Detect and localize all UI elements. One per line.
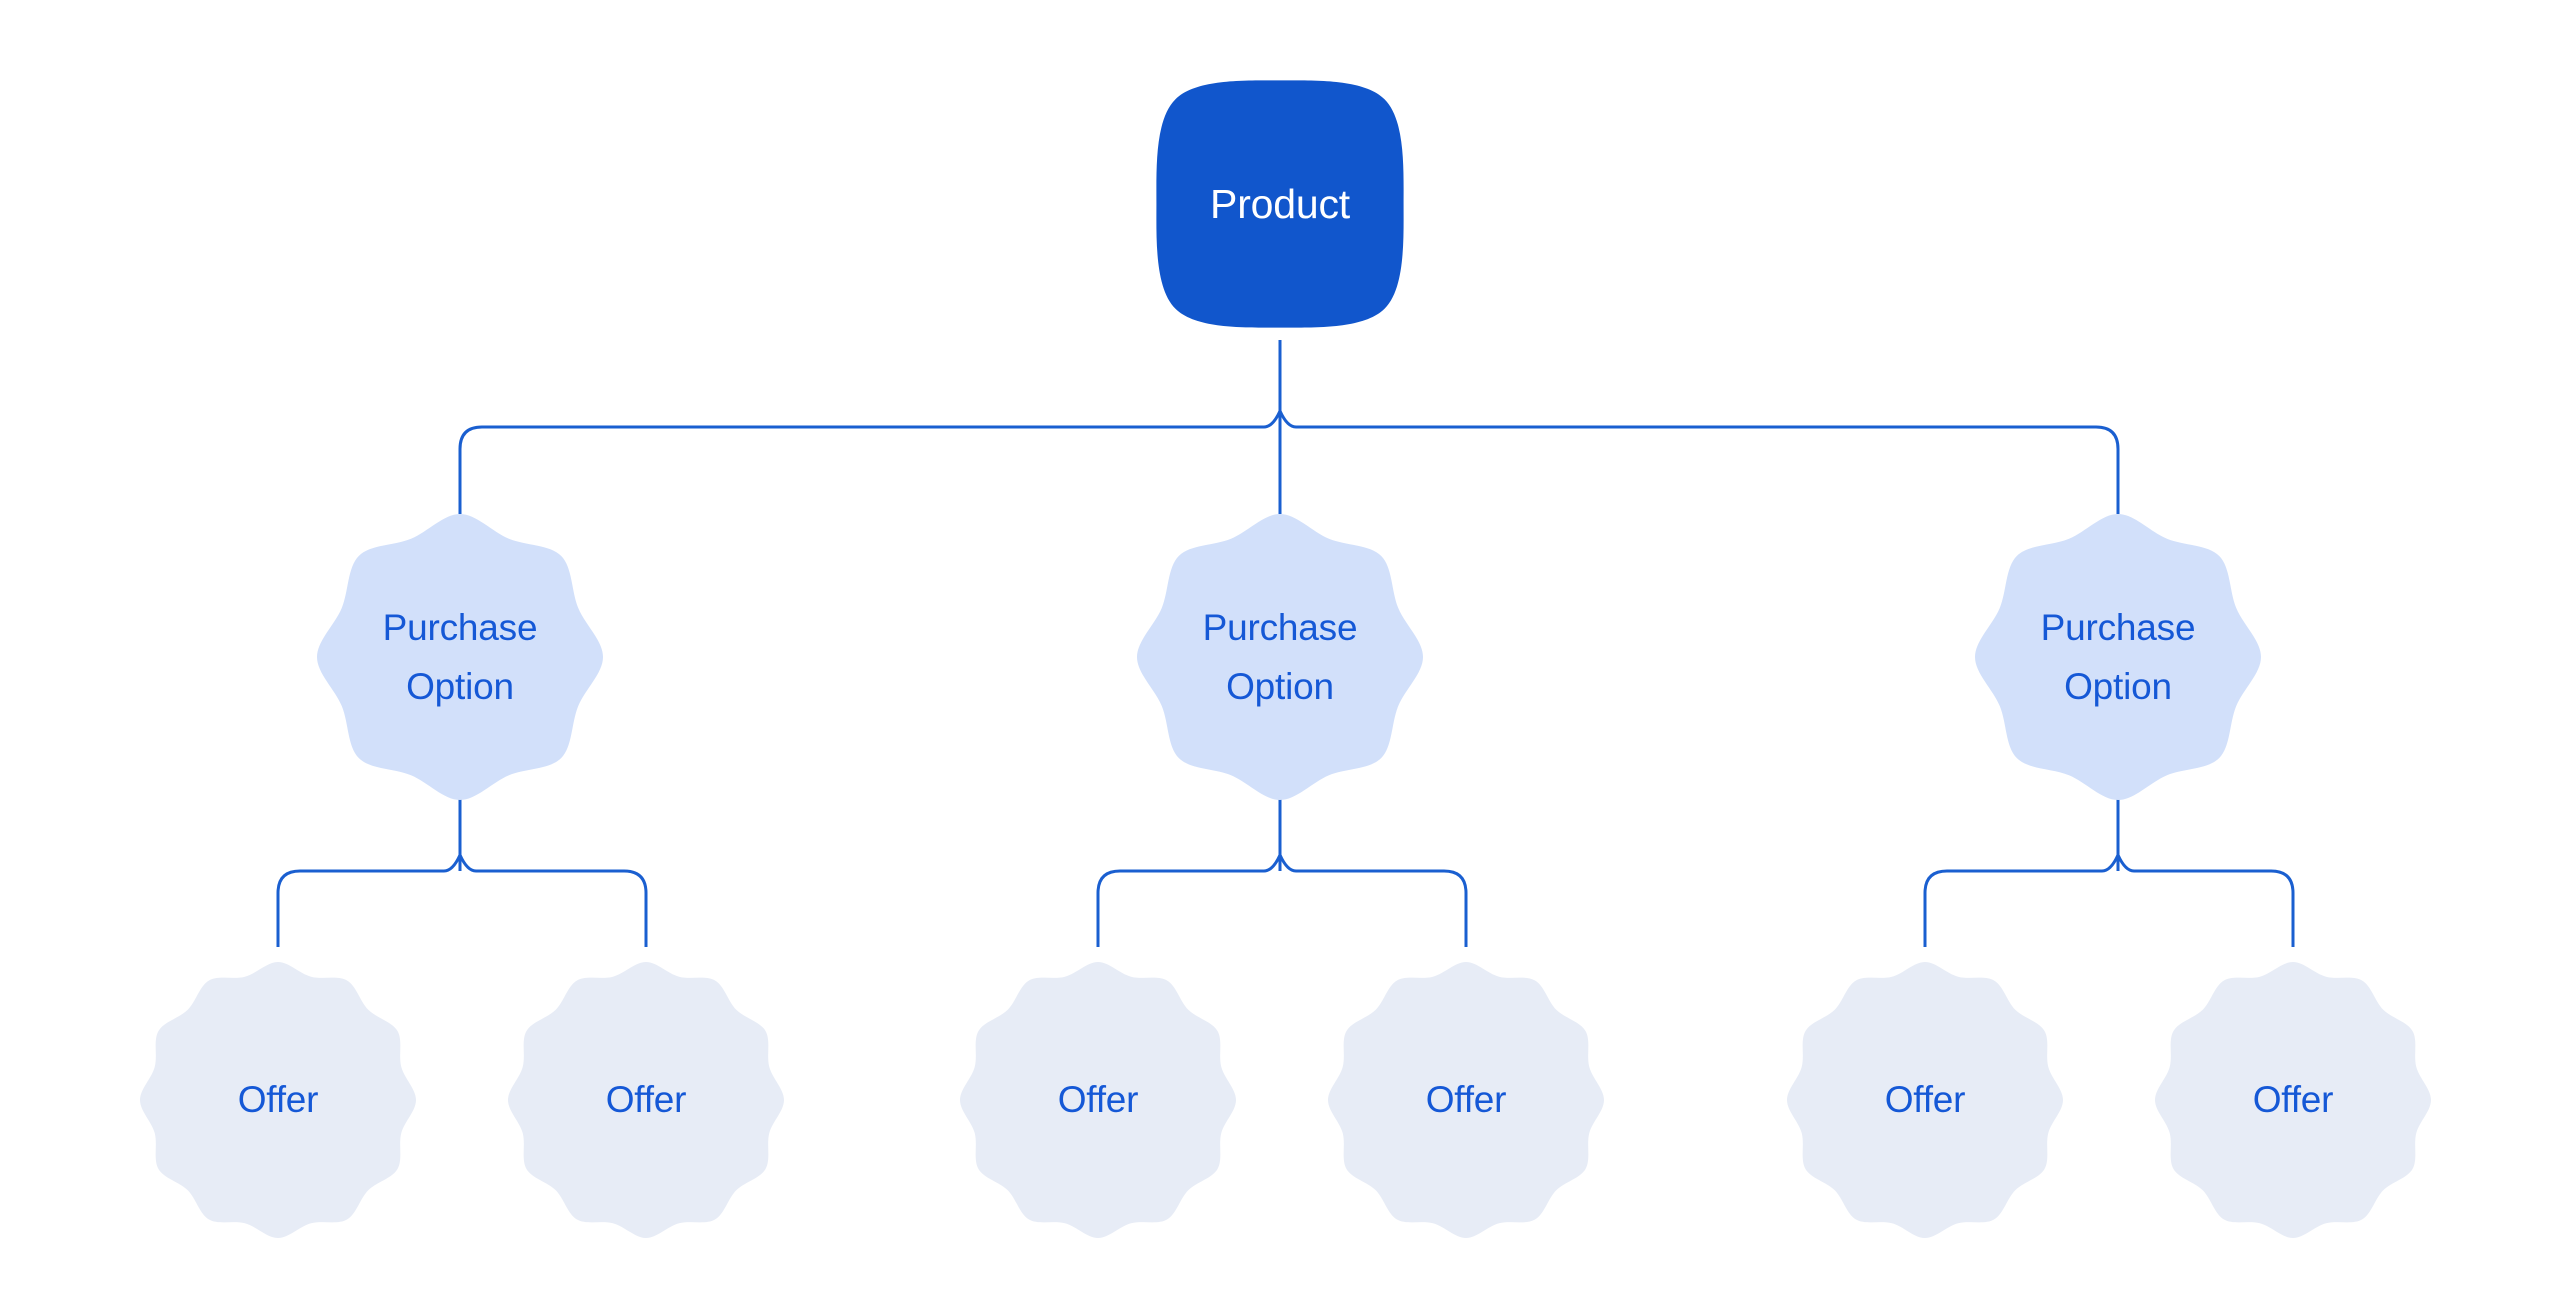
connector-root-bus	[458, 409, 2120, 514]
node-shape-offer-1[interactable]	[140, 962, 416, 1238]
node-shape-offer-4[interactable]	[1328, 962, 1604, 1238]
node-shape-offer-5[interactable]	[1787, 962, 2063, 1238]
connector-group-bus-2	[1096, 853, 1468, 947]
node-shape-offer-3[interactable]	[960, 962, 1236, 1238]
node-shape-purchase-option-2[interactable]	[1137, 514, 1423, 800]
node-shape-offer-6[interactable]	[2155, 962, 2431, 1238]
connector-layer	[276, 340, 2295, 947]
connector-group-bus-1	[276, 853, 648, 947]
connector-group-bus-3	[1923, 853, 2295, 947]
node-shape-purchase-option-1[interactable]	[317, 514, 603, 800]
node-shape-purchase-option-3[interactable]	[1975, 514, 2261, 800]
node-shape-product[interactable]	[1156, 80, 1404, 328]
node-shape-layer	[140, 80, 2431, 1238]
node-shape-offer-2[interactable]	[508, 962, 784, 1238]
